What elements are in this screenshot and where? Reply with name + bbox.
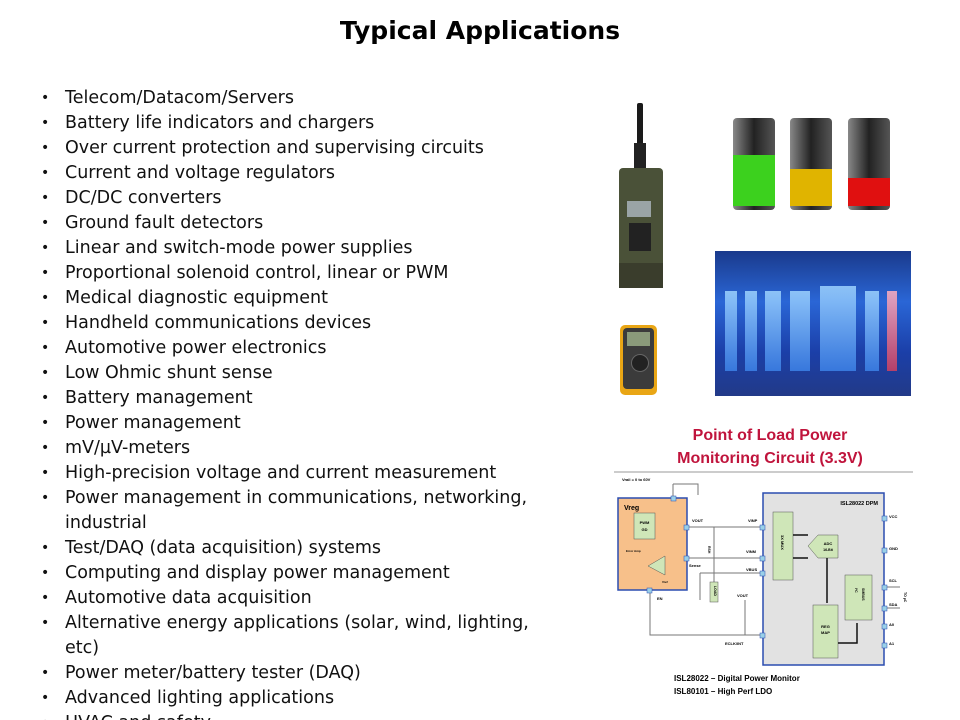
circuit-wires xyxy=(649,483,900,636)
application-item: Computing and display power management xyxy=(40,561,565,586)
application-item: Handheld communications devices xyxy=(40,311,565,336)
application-item: Battery management xyxy=(40,386,565,411)
adc-bits-label: 16-Bit xyxy=(823,548,834,552)
to-uc-label: TO µC xyxy=(903,592,907,603)
application-item: Low Ohmic shunt sense xyxy=(40,361,565,386)
application-item: Over current protection and supervising … xyxy=(40,136,565,161)
dpm-label: ISL28022 DPM xyxy=(840,501,878,507)
application-item: Battery life indicators and chargers xyxy=(40,111,565,136)
map-label: MAP xyxy=(821,630,830,635)
vinp-label: VINP xyxy=(748,518,758,523)
slide-title: Typical Applications xyxy=(339,16,621,45)
application-item: Power meter/battery tester (DAQ) xyxy=(40,661,565,686)
i2c-label: I²C xyxy=(854,588,858,593)
sda-label: SDA xyxy=(889,602,898,607)
vref-label: Vref xyxy=(662,580,668,584)
eclk-label: ECLK/INT xyxy=(725,641,744,646)
application-item: HVAC and safety xyxy=(40,711,565,720)
application-item: Linear and switch-mode power supplies xyxy=(40,236,565,261)
dpm-block: ISL28022 DPM VINP VINM VBUS 3X MUX ADC 1… xyxy=(646,492,907,666)
handheld-radio-image xyxy=(615,103,667,288)
gnd-label: GND xyxy=(889,546,898,551)
application-item: DC/DC converters xyxy=(40,186,565,211)
application-item: Proportional solenoid control, linear or… xyxy=(40,261,565,286)
a1-label: A1 xyxy=(889,641,895,646)
application-item: Advanced lighting applications xyxy=(40,686,565,711)
rsh-label: RSH xyxy=(707,546,711,554)
application-item: Ground fault detectors xyxy=(40,211,565,236)
battery-icon xyxy=(848,118,890,210)
diagram-title-line2: Monitoring Circuit (3.3V) xyxy=(677,450,863,467)
diagram-title-line1: Point of Load Power xyxy=(693,427,848,444)
application-item: Telecom/Datacom/Servers xyxy=(40,86,565,111)
applications-list: Telecom/Datacom/ServersBattery life indi… xyxy=(40,86,620,720)
application-item: Medical diagnostic equipment xyxy=(40,286,565,311)
application-item: Alternative energy applications (solar, … xyxy=(40,611,565,661)
vcc-label: VCC xyxy=(889,514,898,519)
mux-label: 3X MUX xyxy=(780,535,785,550)
application-item: Power management in communications, netw… xyxy=(40,486,565,536)
battery-icon xyxy=(790,118,832,210)
battery-level xyxy=(733,155,775,206)
scl-label: SCL xyxy=(889,578,898,583)
vinm-label: VINM xyxy=(746,549,757,554)
application-item: Automotive data acquisition xyxy=(40,586,565,611)
load-label: LOAD xyxy=(713,586,717,596)
vbus-label: VBUS xyxy=(746,567,757,572)
smbus-label: SMBUS xyxy=(861,588,865,601)
application-item: mV/µV-meters xyxy=(40,436,565,461)
battery-level xyxy=(790,169,832,206)
caption-isl80101: ISL80101 – High Perf LDO xyxy=(674,687,772,696)
application-item: Automotive power electronics xyxy=(40,336,565,361)
multimeter-image xyxy=(620,325,657,395)
a0-label: A0 xyxy=(889,622,895,627)
vreg-block: Vreg PWM GD Error Amp Vref xyxy=(617,497,688,591)
adc-label: ADC xyxy=(824,541,833,546)
application-item: High-precision voltage and current measu… xyxy=(40,461,565,486)
vrail-label: Vrail = 0 to 60V xyxy=(622,477,651,482)
battery-level xyxy=(848,178,890,206)
en-label: EN xyxy=(657,596,663,601)
caption-isl28022: ISL28022 – Digital Power Monitor xyxy=(674,674,800,683)
battery-icon xyxy=(733,118,775,210)
gd-label: GD xyxy=(642,527,648,532)
sense-label: Sense xyxy=(689,563,702,568)
application-item: Current and voltage regulators xyxy=(40,161,565,186)
pwm-label: PWM xyxy=(640,520,650,525)
vout-label: VOUT xyxy=(692,518,704,523)
application-item: Power management xyxy=(40,411,565,436)
power-monitoring-circuit-diagram: Point of Load Power Monitoring Circuit (… xyxy=(614,427,913,696)
application-item: Test/DAQ (data acquisition) systems xyxy=(40,536,565,561)
vout2-label: VOUT xyxy=(737,593,749,598)
server-room-image xyxy=(715,251,911,396)
error-amp-label: Error Amp xyxy=(626,549,641,553)
reg-label: REG xyxy=(821,624,830,629)
vreg-label: Vreg xyxy=(624,505,639,512)
